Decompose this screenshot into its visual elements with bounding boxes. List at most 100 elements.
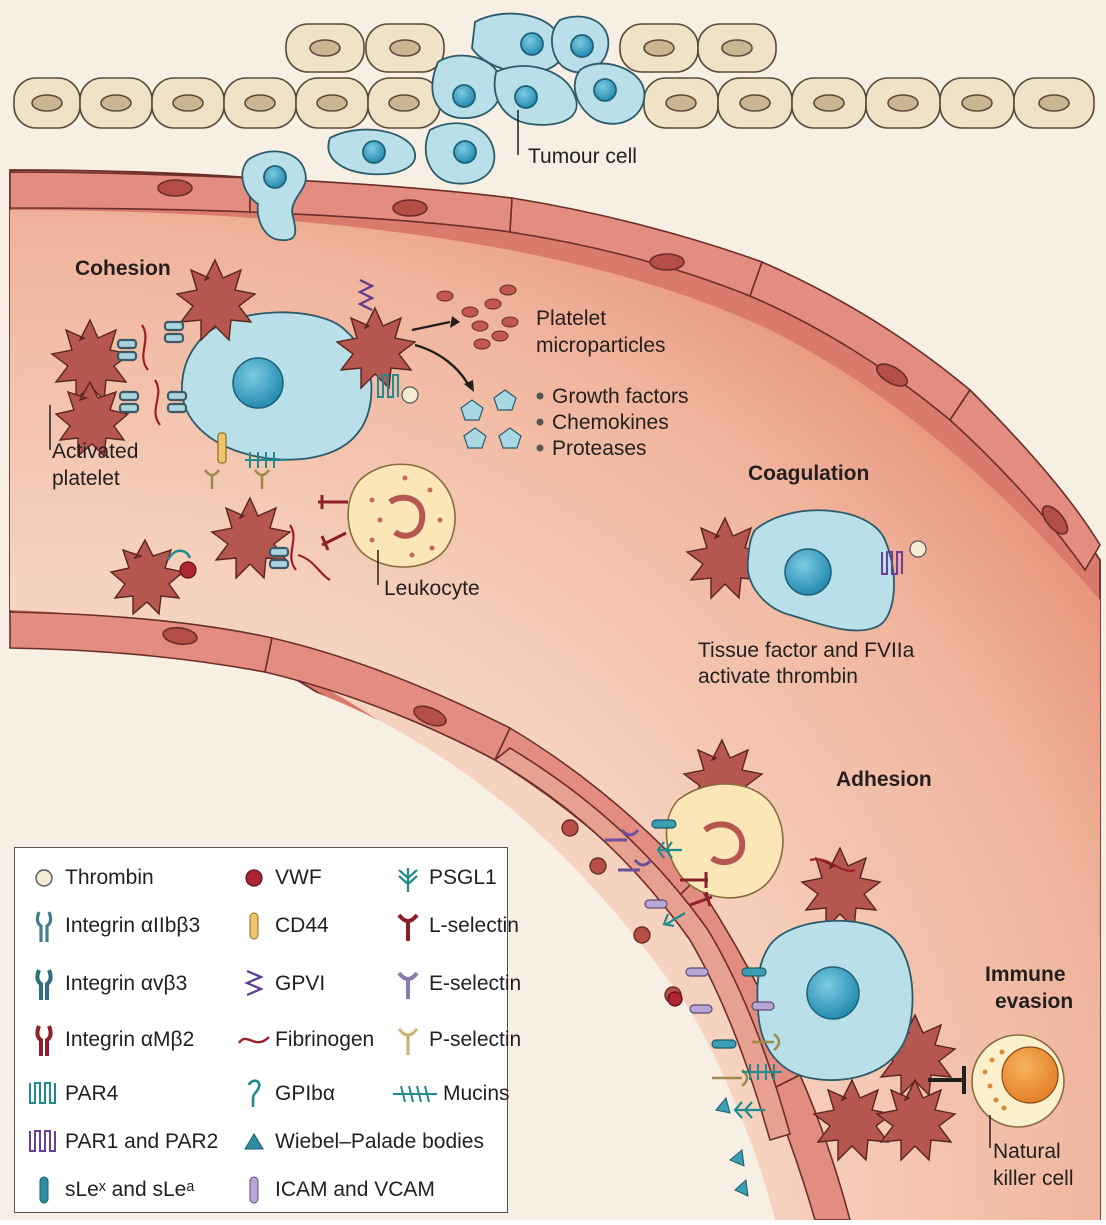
icam-vcam-icon: [237, 1172, 271, 1208]
legend-item-lsel: L-selectin: [391, 908, 519, 944]
legend-item-vwf: VWF: [237, 860, 322, 896]
legend-label-cd44: CD44: [275, 914, 329, 937]
activated-platelets: [50, 258, 957, 1162]
label-coag-caption-2: activate thrombin: [698, 665, 858, 688]
legend-label-mucins: Mucins: [443, 1082, 510, 1105]
mucins-adhesion: [742, 1064, 782, 1080]
p-selectin-icon: [391, 1022, 425, 1058]
secreted-factors: [460, 389, 522, 449]
legend-label-psel: P-selectin: [429, 1028, 522, 1051]
adhesion-tumour-nucleus: [806, 966, 860, 1020]
legend-item-psel: P-selectin: [391, 1022, 521, 1058]
legend-label-thrombin: Thrombin: [65, 866, 154, 889]
p-selectins-cohesion: [203, 469, 271, 489]
legend-label-par4: PAR4: [65, 1082, 119, 1105]
mucins-icon: [391, 1076, 439, 1112]
gpvi-receptor: [357, 279, 375, 311]
integrin-avb3-icon: [27, 966, 61, 1002]
vwf-dot-cohesion: [179, 561, 197, 579]
legend-item-par4: PAR4: [27, 1076, 118, 1112]
icam-vcam-wall: [644, 899, 775, 1014]
legend-label-sle: sLeˣ and sLeᵃ: [65, 1178, 195, 1201]
release-arrows: [411, 320, 472, 389]
integrin-amb2-icon: [27, 1022, 61, 1058]
gpvi-icon: [237, 966, 271, 1002]
label-nk-cell-1: Natural: [993, 1140, 1061, 1163]
par4-receptor: [377, 374, 399, 398]
label-coag-caption-1: Tissue factor and FVIIa: [698, 639, 915, 662]
cd44-icon: [237, 908, 271, 944]
integrin-aiibb3-icon: [27, 908, 61, 944]
cohesion-tumour-nucleus: [232, 357, 284, 409]
legend-item-integrin-av: Integrin αvβ3: [27, 966, 187, 1002]
l-selectins-cohesion: [318, 495, 348, 551]
tumour-cells-top: [241, 12, 646, 242]
legend-item-gpib: GPIbα: [237, 1076, 335, 1112]
platelet-microparticles: [436, 284, 519, 350]
legend-item-mucins: Mucins: [391, 1076, 510, 1112]
legend-item-par12: PAR1 and PAR2: [27, 1124, 218, 1160]
label-nk-cell-2: killer cell: [993, 1167, 1074, 1190]
endothelium-upper: [9, 171, 1101, 572]
arrowheads: [450, 316, 474, 392]
label-platelet-microparticles-2: microparticles: [536, 334, 666, 357]
label-leukocyte: Leukocyte: [384, 577, 480, 600]
endothelium-lower-band: [493, 747, 791, 1141]
legend-item-gpvi: GPVI: [237, 966, 325, 1002]
legend-item-wpb: Wiebel–Palade bodies: [237, 1124, 484, 1160]
gpiba-icon: [237, 1076, 271, 1112]
leukocyte-nucleus: [388, 494, 426, 539]
factor-bullets: [536, 392, 544, 452]
legend-item-cd44: CD44: [237, 908, 329, 944]
fibrinogen-strands: [141, 324, 856, 872]
psgl1-adhesion: [656, 841, 765, 1119]
legend-label-fibrinogen: Fibrinogen: [275, 1028, 375, 1051]
legend-item-icam: ICAM and VCAM: [237, 1172, 435, 1208]
legend-box: Thrombin Integrin αIIbβ3 Integrin αvβ3 I…: [14, 847, 521, 1213]
legend-label-integrin-av: Integrin αvβ3: [65, 972, 188, 995]
cd44-bar: [217, 432, 227, 464]
psgl1-icon: [391, 860, 425, 896]
label-tumour-cell: Tumour cell: [528, 145, 637, 168]
nk-cell-nucleus: [1001, 1046, 1059, 1104]
leukocyte-granules: [369, 475, 443, 558]
legend-item-esel: E-selectin: [391, 966, 521, 1002]
label-coagulation: Coagulation: [748, 462, 869, 485]
legend-item-psgl1: PSGL1: [391, 860, 497, 896]
label-immune-evasion-2: evasion: [995, 990, 1073, 1013]
thrombin-icon: [27, 860, 61, 896]
legend-label-psgl1: PSGL1: [429, 866, 497, 889]
label-proteases: Proteases: [552, 437, 647, 460]
e-selectins-wall: [605, 829, 653, 872]
leukocyte-cohesion: [347, 463, 456, 568]
l-selectins-adhesion: [680, 872, 713, 907]
inhibition-symbol: [928, 1066, 966, 1094]
label-immune-evasion-1: Immune: [985, 963, 1066, 986]
legend-label-integrin-aiib: Integrin αIIbβ3: [65, 914, 201, 937]
cohesion-receptors: [116, 320, 290, 570]
sle-adhesion: [651, 819, 767, 1049]
par4-icon: [27, 1076, 61, 1112]
label-activated-platelet-2: platelet: [52, 467, 120, 490]
legend-item-sle: sLeˣ and sLeᵃ: [27, 1172, 194, 1208]
legend-label-integrin-am: Integrin αMβ2: [65, 1028, 195, 1051]
l-selectin-icon: [391, 908, 425, 944]
mucins-cohesion: [245, 452, 285, 468]
coagulation-tumour-nucleus: [784, 548, 832, 596]
fibrinogen-icon: [237, 1022, 271, 1058]
vwf-dots-adhesion: [667, 991, 683, 1007]
nk-granules: [982, 1049, 1007, 1111]
legend-item-integrin-aiib: Integrin αIIbβ3: [27, 908, 200, 944]
vwf-icon: [237, 860, 271, 896]
legend-label-icam: ICAM and VCAM: [275, 1178, 435, 1201]
wiebel-palade-icon: [237, 1124, 271, 1160]
legend-label-gpvi: GPVI: [275, 972, 326, 995]
legend-label-gpib: GPIbα: [275, 1082, 335, 1105]
legend-label-lsel: L-selectin: [429, 914, 519, 937]
gpib-cohesion: [166, 549, 192, 561]
legend-label-vwf: VWF: [275, 866, 322, 889]
label-activated-platelet-1: Activated: [52, 440, 138, 463]
thrombin-dot-coag: [909, 540, 927, 558]
label-platelet-microparticles-1: Platelet: [536, 307, 606, 330]
